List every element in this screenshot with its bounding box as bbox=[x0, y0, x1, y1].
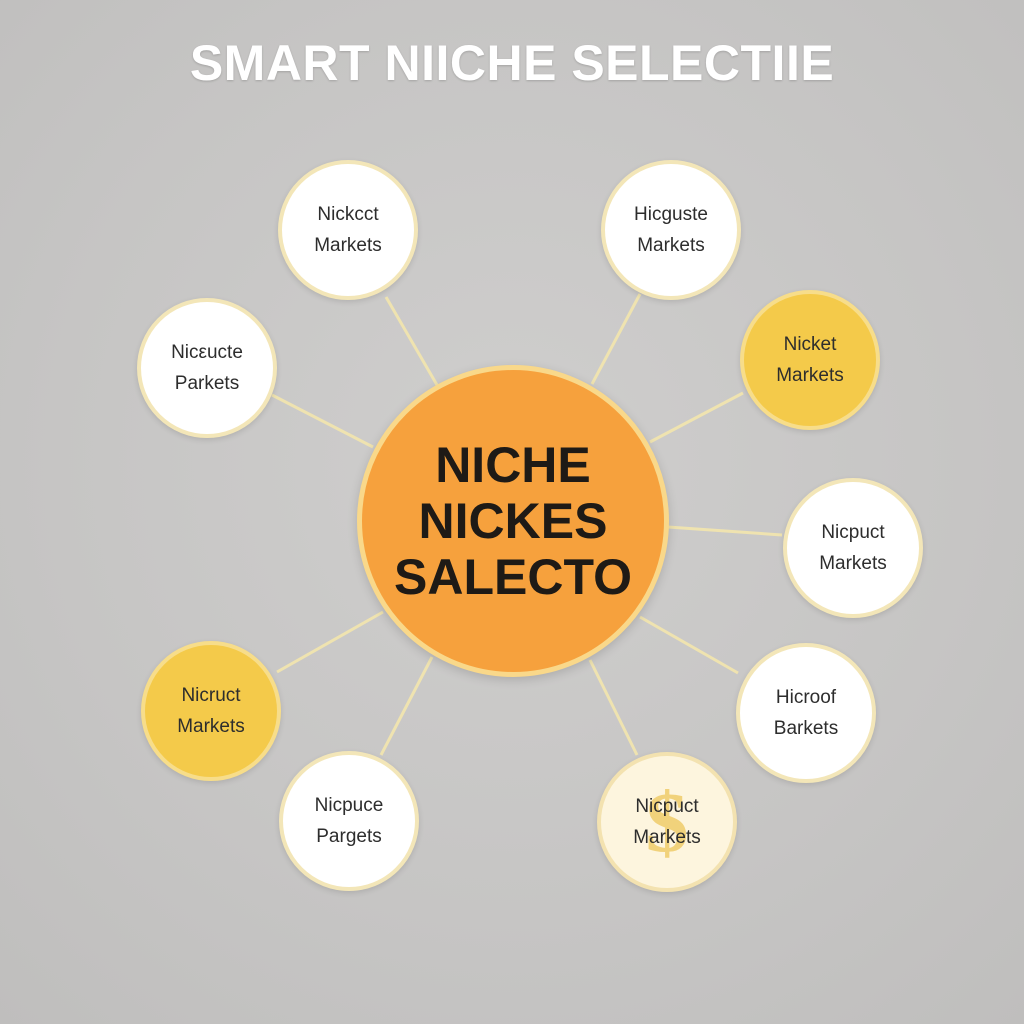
node-label-line1: Nicpuce bbox=[314, 795, 384, 816]
node-label-line1: Nicket bbox=[783, 334, 837, 355]
node-hicroof-barkets: Hicroof Barkets bbox=[736, 643, 876, 783]
connector-nickcct bbox=[384, 296, 439, 386]
center-label-line1: NICHE bbox=[435, 437, 591, 493]
connector-nicaucte bbox=[271, 393, 374, 449]
node-label-line1: Hicroof bbox=[775, 687, 837, 708]
node-nicpuct-markets-dollar: $ Nicpuct Markets bbox=[597, 752, 737, 892]
node-nicaucte-parkets: Nicεucte Parkets bbox=[137, 298, 277, 438]
connector-nicket bbox=[649, 391, 744, 444]
node-label-line2: Markets bbox=[314, 235, 382, 256]
center-hub: NICHE NICKES SALECTO bbox=[357, 365, 669, 677]
node-label-line2: Markets bbox=[633, 827, 701, 848]
node-nicruct-markets: Nicruct Markets bbox=[141, 641, 281, 781]
node-label-line2: Markets bbox=[776, 365, 844, 386]
node-nicpuce-pargets: Nicpuce Pargets bbox=[279, 751, 419, 891]
connector-nicpuct-right bbox=[667, 525, 783, 537]
connector-nicruct bbox=[276, 610, 384, 674]
page-title: SMART NIICHE SELECTIIE bbox=[189, 35, 835, 91]
node-label-line2: Markets bbox=[637, 235, 705, 256]
connector-nicpuce bbox=[379, 656, 434, 756]
node-label-line2: Markets bbox=[177, 716, 245, 737]
node-nicpuct-markets-right: Nicpuct Markets bbox=[783, 478, 923, 618]
node-label-line1: Nicεucte bbox=[171, 342, 243, 363]
connector-hicguste bbox=[590, 293, 642, 385]
connector-hicroof bbox=[639, 615, 739, 675]
node-label-line1: Nickcct bbox=[317, 204, 379, 225]
node-label-line1: Nicruct bbox=[181, 685, 241, 706]
center-label-line2: NICKES bbox=[418, 493, 608, 549]
node-hicguste-markets: Hicguste Markets bbox=[601, 160, 741, 300]
node-nicket-markets: Nicket Markets bbox=[740, 290, 880, 430]
node-nickcct-markets: Nickcct Markets bbox=[278, 160, 418, 300]
node-label-line2: Markets bbox=[819, 553, 887, 574]
node-label-line2: Parkets bbox=[174, 373, 240, 394]
node-label-line2: Pargets bbox=[316, 826, 382, 847]
node-label-line1: Nicpuct bbox=[635, 796, 699, 817]
center-label-line3: SALECTO bbox=[394, 549, 632, 605]
connector-nicpuct-bottom bbox=[588, 659, 639, 756]
node-label-line1: Nicpuct bbox=[821, 522, 885, 543]
node-label-line1: Hicguste bbox=[634, 204, 708, 225]
dollar-icon: $ bbox=[645, 773, 689, 870]
node-label-line2: Barkets bbox=[773, 718, 839, 739]
